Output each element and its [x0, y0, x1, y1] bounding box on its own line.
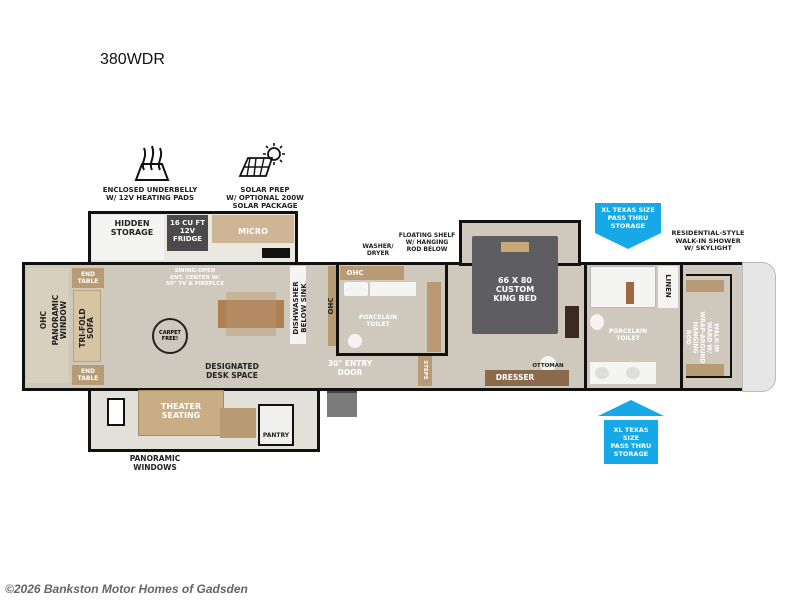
ohc-bath-label: OHC: [346, 269, 364, 277]
end-table-top-label: END TABLE: [77, 271, 99, 285]
interior-steps: [418, 354, 432, 386]
bed-label: 66 X 80 CUSTOM KING BED: [493, 276, 537, 303]
micro-label: MICRO: [238, 227, 268, 236]
kitchen-ohc: [328, 266, 336, 346]
shower-label: RESIDENTIAL-STYLE WALK-IN SHOWER W/ SKYL…: [671, 229, 745, 252]
feature-solar-label: SOLAR PREP W/ OPTIONAL 200W SOLAR PACKAG…: [226, 186, 304, 210]
tri-fold-sofa: [73, 290, 101, 362]
king-bed: [472, 236, 558, 334]
sink-left: [595, 367, 609, 379]
dining-chairs: [226, 292, 276, 336]
panoramic-windows-label: PANORAMIC WINDOWS: [129, 454, 181, 472]
entertainment-center-label: SWING-OPEN ENT. CENTER W/ 50" TV & FIREP…: [165, 268, 225, 287]
pillow: [501, 242, 529, 252]
walk-in-wardrobe: [686, 274, 732, 378]
hidden-storage: [92, 215, 164, 260]
cooktop: [262, 248, 290, 258]
panoramic-window-label: PANORAMIC WINDOW: [51, 294, 68, 346]
toilet-2: [590, 314, 604, 330]
shower-seat: [626, 282, 634, 304]
theater-seating-label: THEATER SEATING: [160, 402, 202, 420]
desk: [220, 408, 256, 438]
fridge-label: 16 CU FT 12V FRIDGE: [170, 219, 205, 243]
walk-in-shower: [590, 266, 656, 308]
dresser-label: DRESSER: [495, 373, 535, 382]
entry-door-label: 30" ENTRY DOOR: [327, 359, 373, 377]
ottoman-label: OTTOMAN: [532, 363, 564, 369]
fridge: [167, 215, 208, 251]
master-bath-wall: [584, 262, 587, 390]
toilet-2-label: PORCELAIN TOILET: [608, 328, 648, 342]
wardrobe-wall: [680, 262, 683, 390]
ottoman: [540, 356, 556, 372]
wardrobe-shelf-bottom: [686, 364, 724, 376]
wardrobe-label: WALK-IN WARD W/ WRAP-AROUND HANGING ROD: [684, 311, 720, 364]
arrow-up-icon: [598, 400, 664, 416]
side-window-icon: [107, 398, 125, 426]
kitchen-counter: [290, 266, 306, 344]
model-title: 380WDR: [100, 51, 165, 68]
heat-waves-icon: [134, 145, 170, 181]
entry-steps-exterior: [327, 391, 357, 417]
toilet-1: [348, 334, 362, 348]
end-table-bottom: [72, 365, 104, 385]
watermark: ©2026 Bankston Motor Homes of Gadsden: [5, 582, 248, 596]
end-table-top: [72, 268, 104, 288]
desk-space-label: DESIGNATED DESK SPACE: [205, 362, 259, 380]
dresser: [485, 370, 569, 386]
theater-seating: [138, 390, 224, 436]
bottom-pass-thru-storage-callout: XL TEXAS SIZE PASS THRU STORAGE: [598, 400, 664, 464]
washer-dryer-label: WASHER/ DRYER: [362, 243, 394, 257]
end-table-bottom-label: END TABLE: [77, 368, 99, 382]
nightstand-desk: [565, 306, 579, 338]
bath-sink: [344, 282, 368, 296]
linen-label: LINEN: [664, 274, 672, 298]
microwave-cabinet: [212, 215, 294, 243]
ohc-kitchen-label: OHC: [327, 297, 335, 315]
arrow-down-icon: [595, 233, 661, 249]
steps-label: STEPS: [422, 360, 428, 380]
sink-right: [626, 367, 640, 379]
sofa-label: TRI-FOLD SOFA: [78, 308, 95, 348]
dining-table: [218, 300, 284, 328]
washer-dryer: [370, 282, 416, 296]
solar-panel-icon: [238, 143, 285, 177]
floating-shelf: [427, 282, 441, 352]
hidden-storage-label: HIDDEN STORAGE: [110, 219, 154, 237]
top-pass-thru-storage-callout: XL TEXAS SIZE PASS THRU STORAGE: [595, 203, 661, 253]
toilet-1-label: PORCELAIN TOILET: [358, 314, 398, 328]
feature-underbelly-label: ENCLOSED UNDERBELLY W/ 12V HEATING PADS: [102, 186, 198, 202]
pantry-label: PANTRY: [262, 432, 290, 439]
carpet-free-badge: CARPET FREE!: [152, 318, 188, 354]
linen-cabinet: [658, 266, 678, 308]
front-window-ohc: [27, 268, 69, 383]
floating-shelf-label: FLOATING SHELF W/ HANGING ROD BELOW: [398, 232, 456, 253]
bottom-storage-label: XL TEXAS SIZE PASS THRU STORAGE: [604, 420, 658, 464]
dishwasher-label: DISHWASHER BELOW SINK: [292, 281, 308, 335]
ohc-front-label: OHC: [39, 310, 48, 330]
wardrobe-shelf-top: [686, 280, 724, 292]
front-cap: [742, 262, 776, 392]
mid-bath-ohc: [340, 266, 404, 280]
top-storage-label: XL TEXAS SIZE PASS THRU STORAGE: [595, 203, 661, 233]
pantry: [258, 404, 294, 446]
